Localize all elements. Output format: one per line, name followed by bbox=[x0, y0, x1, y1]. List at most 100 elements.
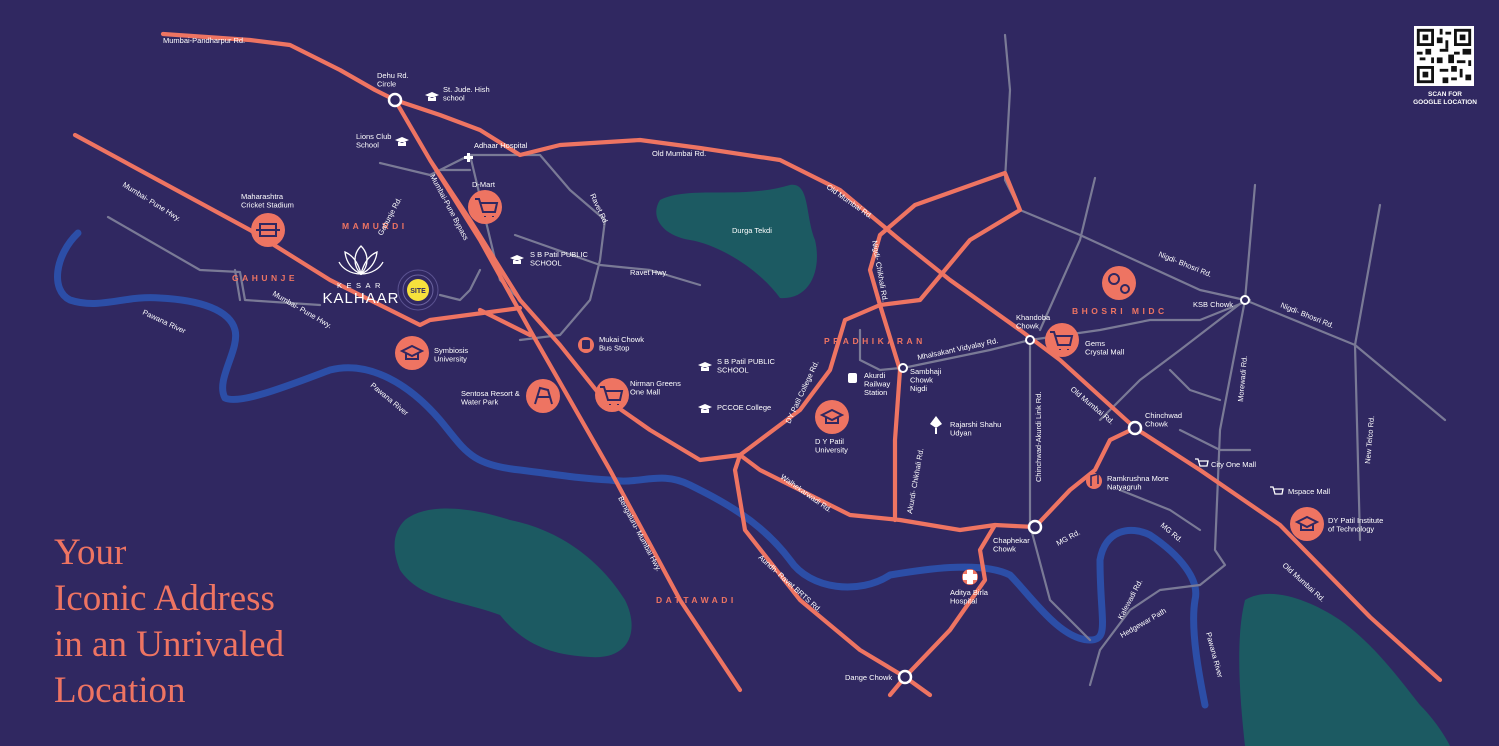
road-label: Morewadi Rd. bbox=[1236, 355, 1249, 402]
label-line: University bbox=[434, 355, 467, 364]
main-roads bbox=[72, 31, 1443, 698]
lotus-icon bbox=[338, 245, 384, 276]
label-line: Station bbox=[864, 388, 887, 397]
label-line: Gems bbox=[1085, 339, 1105, 348]
site-marker: SITE bbox=[397, 269, 439, 311]
area-bhosri: BHOSRI MIDC bbox=[1072, 306, 1168, 316]
label-line: of Technology bbox=[1328, 525, 1374, 534]
area-gahunje: GAHUNJE bbox=[232, 273, 298, 283]
cart-icon bbox=[595, 378, 629, 412]
qr-caption-line: SCAN FOR bbox=[1428, 91, 1462, 98]
label-line: PCCOE College bbox=[717, 403, 771, 412]
cart-icon bbox=[1270, 486, 1284, 495]
qr-code-icon bbox=[1414, 26, 1474, 86]
graduation-cap-icon bbox=[698, 404, 712, 413]
label-line: Chowk bbox=[1145, 420, 1168, 429]
label-line: Sentosa Resort & bbox=[461, 389, 520, 398]
minor-junction-markers bbox=[898, 295, 1250, 373]
area-dattawadi: DATTAWADI bbox=[656, 595, 737, 605]
road-label: Mhalsakant Vidyalay Rd. bbox=[917, 336, 999, 362]
place-label: Durga Tekdi bbox=[732, 226, 772, 235]
brand-kesar: KESAR bbox=[337, 281, 385, 290]
label-line: Chowk bbox=[993, 545, 1016, 554]
kesar-kalhaar-logo: KESAR KALHAAR bbox=[322, 245, 399, 307]
junction-label: KSB Chowk bbox=[1193, 300, 1233, 309]
tagline-line: Iconic Address bbox=[54, 578, 275, 619]
road-label: MG Rd. bbox=[1055, 528, 1082, 548]
label-line: Chowk bbox=[910, 376, 933, 385]
qr-code bbox=[1414, 26, 1474, 86]
label-line: Sambhaji bbox=[910, 367, 942, 376]
label-line: D-Mart bbox=[472, 180, 496, 189]
brand-kalhaar: KALHAAR bbox=[322, 290, 399, 307]
label-line: Aditya Birla bbox=[950, 588, 989, 597]
label-line: Bus Stop bbox=[599, 344, 629, 353]
label-line: University bbox=[815, 446, 848, 455]
label-line: Nigdi bbox=[910, 384, 927, 393]
label-line: Chaphekar bbox=[993, 536, 1030, 545]
label-line: Hospital bbox=[950, 597, 977, 606]
place-label: D-Mart bbox=[472, 180, 496, 189]
green-patch-east bbox=[1239, 593, 1450, 746]
river-label: Pawana River bbox=[1204, 631, 1225, 679]
small-glyphs bbox=[582, 340, 1099, 584]
place-label: Mspace Mall bbox=[1288, 487, 1330, 496]
area-pradhikaran: PRADHIKARAN bbox=[824, 336, 926, 346]
junction-label: Dehu Rd.Circle bbox=[377, 71, 409, 89]
label-line: D Y Patil bbox=[815, 437, 844, 446]
minor-roads bbox=[106, 33, 1447, 687]
durga-tekdi-hill bbox=[656, 184, 817, 299]
graduation-cap-icon bbox=[510, 255, 524, 264]
label-line: school bbox=[443, 94, 465, 103]
label-line: Symbiosis bbox=[434, 346, 468, 355]
junction-label: Dange Chowk bbox=[845, 673, 892, 682]
road-label: Chinchwad-Akurdi Link Rd. bbox=[1034, 392, 1043, 482]
graduation-cap-icon bbox=[698, 362, 712, 371]
label-line: School bbox=[356, 141, 379, 150]
label-line: Mspace Mall bbox=[1288, 487, 1330, 496]
road-label: Kalewadi Rd. bbox=[1116, 578, 1145, 621]
label-line: Water Park bbox=[461, 398, 498, 407]
river-label: Pawana River bbox=[141, 308, 188, 336]
road-label: Akurdi- Chikhali Rd. bbox=[905, 448, 925, 515]
road-label: New Telco Rd. bbox=[1363, 415, 1376, 464]
graduation-cap-icon bbox=[815, 400, 849, 434]
road-label: Mumbai-Pandharpur Rd. bbox=[163, 36, 245, 45]
label-line: Dehu Rd. bbox=[377, 71, 409, 80]
qr-caption: SCAN FOR GOOGLE LOCATION bbox=[1396, 91, 1494, 107]
cart-icon bbox=[1045, 323, 1079, 357]
tagline-line: Location bbox=[54, 670, 186, 711]
junction-markers bbox=[387, 92, 1143, 685]
label-line: Adhaar Hospital bbox=[474, 141, 528, 150]
label-line: Durga Tekdi bbox=[732, 226, 772, 235]
label-line: Nirman Greens bbox=[630, 379, 681, 388]
place-label: Adhaar Hospital bbox=[474, 141, 528, 150]
road-label: Walhekarwadi Rd. bbox=[779, 472, 834, 514]
label-line: Chowk bbox=[1016, 322, 1039, 331]
graduation-cap-icon bbox=[395, 137, 409, 146]
cart-icon bbox=[1195, 458, 1209, 467]
label-line: Khandoba bbox=[1016, 313, 1051, 322]
gears-icon bbox=[1102, 266, 1136, 300]
label-line: SCHOOL bbox=[717, 366, 749, 375]
train-icon bbox=[848, 373, 857, 383]
label-line: Crystal Mall bbox=[1085, 348, 1125, 357]
place-label: PCCOE College bbox=[717, 403, 771, 412]
label-line: S B Patil PUBLIC bbox=[530, 250, 589, 259]
